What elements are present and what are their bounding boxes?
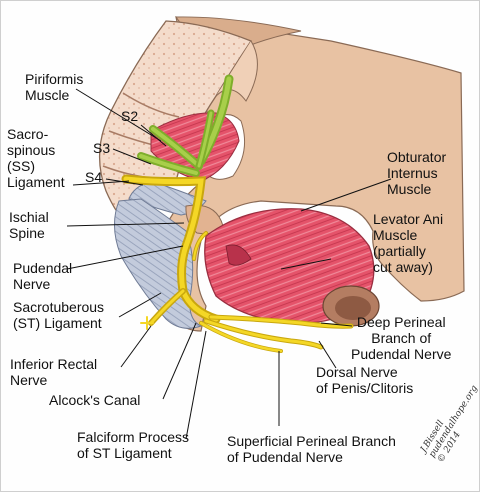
leader-lines — [66, 88, 392, 440]
label-deep-perineal-branch: Deep Perineal Branch of Pudendal Nerve — [351, 314, 452, 362]
pudendal-nerve-tree — [121, 174, 354, 353]
label-s4: S4 — [85, 169, 103, 185]
label-pudendal-nerve: Pudendal Nerve — [13, 260, 73, 292]
label-dorsal-nerve: Dorsal Nerve of Penis/Clitoris — [316, 364, 414, 396]
label-obturator-internus-muscle: Obturator Internus Muscle — [387, 149, 447, 197]
levator-ani-cut-edge — [225, 244, 252, 266]
label-superficial-perineal-branch: Superficial Perineal Branch of Pudendal … — [227, 433, 396, 465]
label-sacrospinous-ligament: Sacro- spinous (SS) Ligament — [7, 126, 65, 190]
label-sacrotuberous-ligament: Sacrotuberous (ST) Ligament — [13, 299, 105, 331]
label-s2: S2 — [121, 108, 139, 124]
label-levator-ani-muscle: Levator Ani Muscle (partially cut away) — [373, 211, 444, 275]
label-alcocks-canal: Alcock's Canal — [49, 392, 141, 408]
label-piriformis-muscle: Piriformis Muscle — [25, 71, 84, 103]
sacral-nerve-roots — [137, 74, 234, 177]
label-s3: S3 — [93, 140, 111, 156]
label-falciform-process: Falciform Process of ST Ligament — [77, 429, 190, 461]
label-ischial-spine: Ischial Spine — [9, 209, 49, 241]
label-inferior-rectal-nerve: Inferior Rectal Nerve — [10, 356, 98, 388]
